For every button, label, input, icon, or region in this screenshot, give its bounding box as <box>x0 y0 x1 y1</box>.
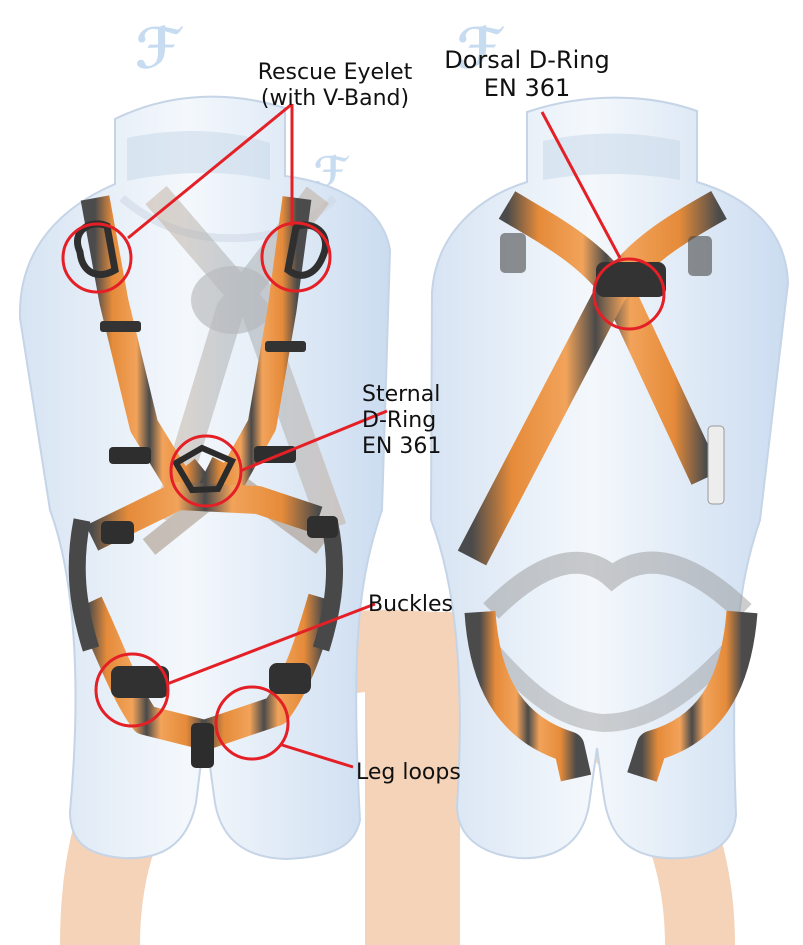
rescue-eyelet-label: Rescue Eyelet (with V-Band) <box>240 60 430 112</box>
svg-text:ℱ: ℱ <box>135 17 184 82</box>
leg-loops-label: Leg loops <box>356 760 486 786</box>
dorsal-ring-line-2: EN 361 <box>437 74 617 102</box>
dorsal-ring-label: Dorsal D-Ring EN 361 <box>437 46 617 103</box>
sternal-ring-label: Sternal D-Ring EN 361 <box>362 382 462 460</box>
leg-loops-text: Leg loops <box>356 760 461 785</box>
rescue-eyelet-line-2: (with V-Band) <box>240 86 430 112</box>
buckles-label: Buckles <box>368 592 478 618</box>
dorsal-ring-line-1: Dorsal D-Ring <box>437 46 617 74</box>
sternal-ring-line-3: EN 361 <box>362 434 462 460</box>
buckles-text: Buckles <box>368 592 453 617</box>
sternal-ring-line-2: D-Ring <box>362 408 462 434</box>
rescue-eyelet-line-1: Rescue Eyelet <box>240 60 430 86</box>
sternal-ring-line-1: Sternal <box>362 382 462 408</box>
